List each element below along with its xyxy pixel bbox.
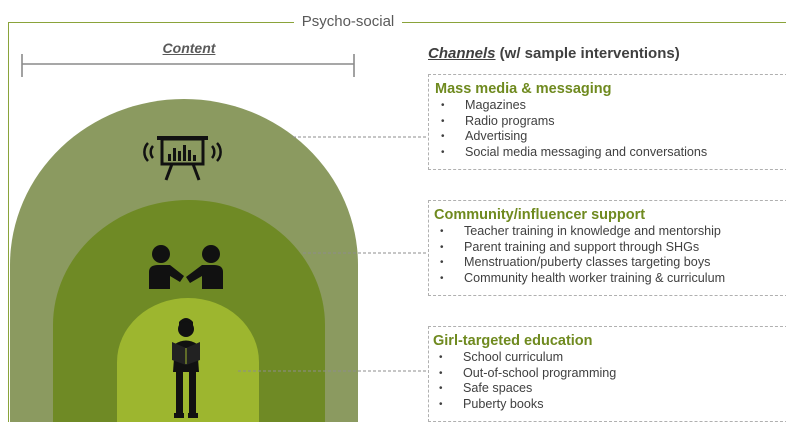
list-item: Community health worker training & curri…: [434, 271, 786, 287]
list-item: Parent training and support through SHGs: [434, 240, 786, 256]
list-item: Radio programs: [435, 114, 786, 130]
channels-heading: Channels (w/ sample interventions): [428, 45, 680, 62]
channel-box-girl-education: Girl-targeted education School curriculu…: [428, 326, 786, 422]
list-item: Advertising: [435, 129, 786, 145]
list-item: Magazines: [435, 98, 786, 114]
channel-list: Magazines Radio programs Advertising Soc…: [435, 98, 786, 160]
list-item: School curriculum: [433, 350, 786, 366]
frame-top-line-right: [402, 22, 786, 23]
channel-title: Girl-targeted education: [433, 333, 593, 349]
channel-list: Teacher training in knowledge and mentor…: [434, 224, 786, 286]
list-item: Out-of-school programming: [433, 366, 786, 382]
channel-title: Mass media & messaging: [435, 81, 612, 97]
channels-heading-em: Channels: [428, 45, 496, 62]
frame-top-line: [8, 22, 294, 23]
presentation-board-broadcast-icon: [143, 136, 222, 181]
list-item: Menstruation/puberty classes targeting b…: [434, 255, 786, 271]
content-title: Content: [162, 40, 216, 56]
list-item: Puberty books: [433, 397, 786, 413]
channels-heading-rest: (w/ sample interventions): [495, 45, 680, 62]
handshake-people-icon: [149, 245, 223, 289]
list-item: Safe spaces: [433, 381, 786, 397]
connector-lines: [238, 136, 428, 372]
channel-box-community: Community/influencer support Teacher tra…: [428, 200, 786, 296]
content-bracket: [21, 54, 355, 77]
channel-title: Community/influencer support: [434, 207, 646, 223]
psycho-social-label: Psycho-social: [301, 13, 395, 30]
list-item: Teacher training in knowledge and mentor…: [434, 224, 786, 240]
channel-list: School curriculum Out-of-school programm…: [433, 350, 786, 412]
frame-left-line: [8, 22, 9, 422]
list-item: Social media messaging and conversations: [435, 145, 786, 161]
girl-reading-book-icon: [172, 318, 200, 418]
channel-box-mass-media: Mass media & messaging Magazines Radio p…: [428, 74, 786, 170]
